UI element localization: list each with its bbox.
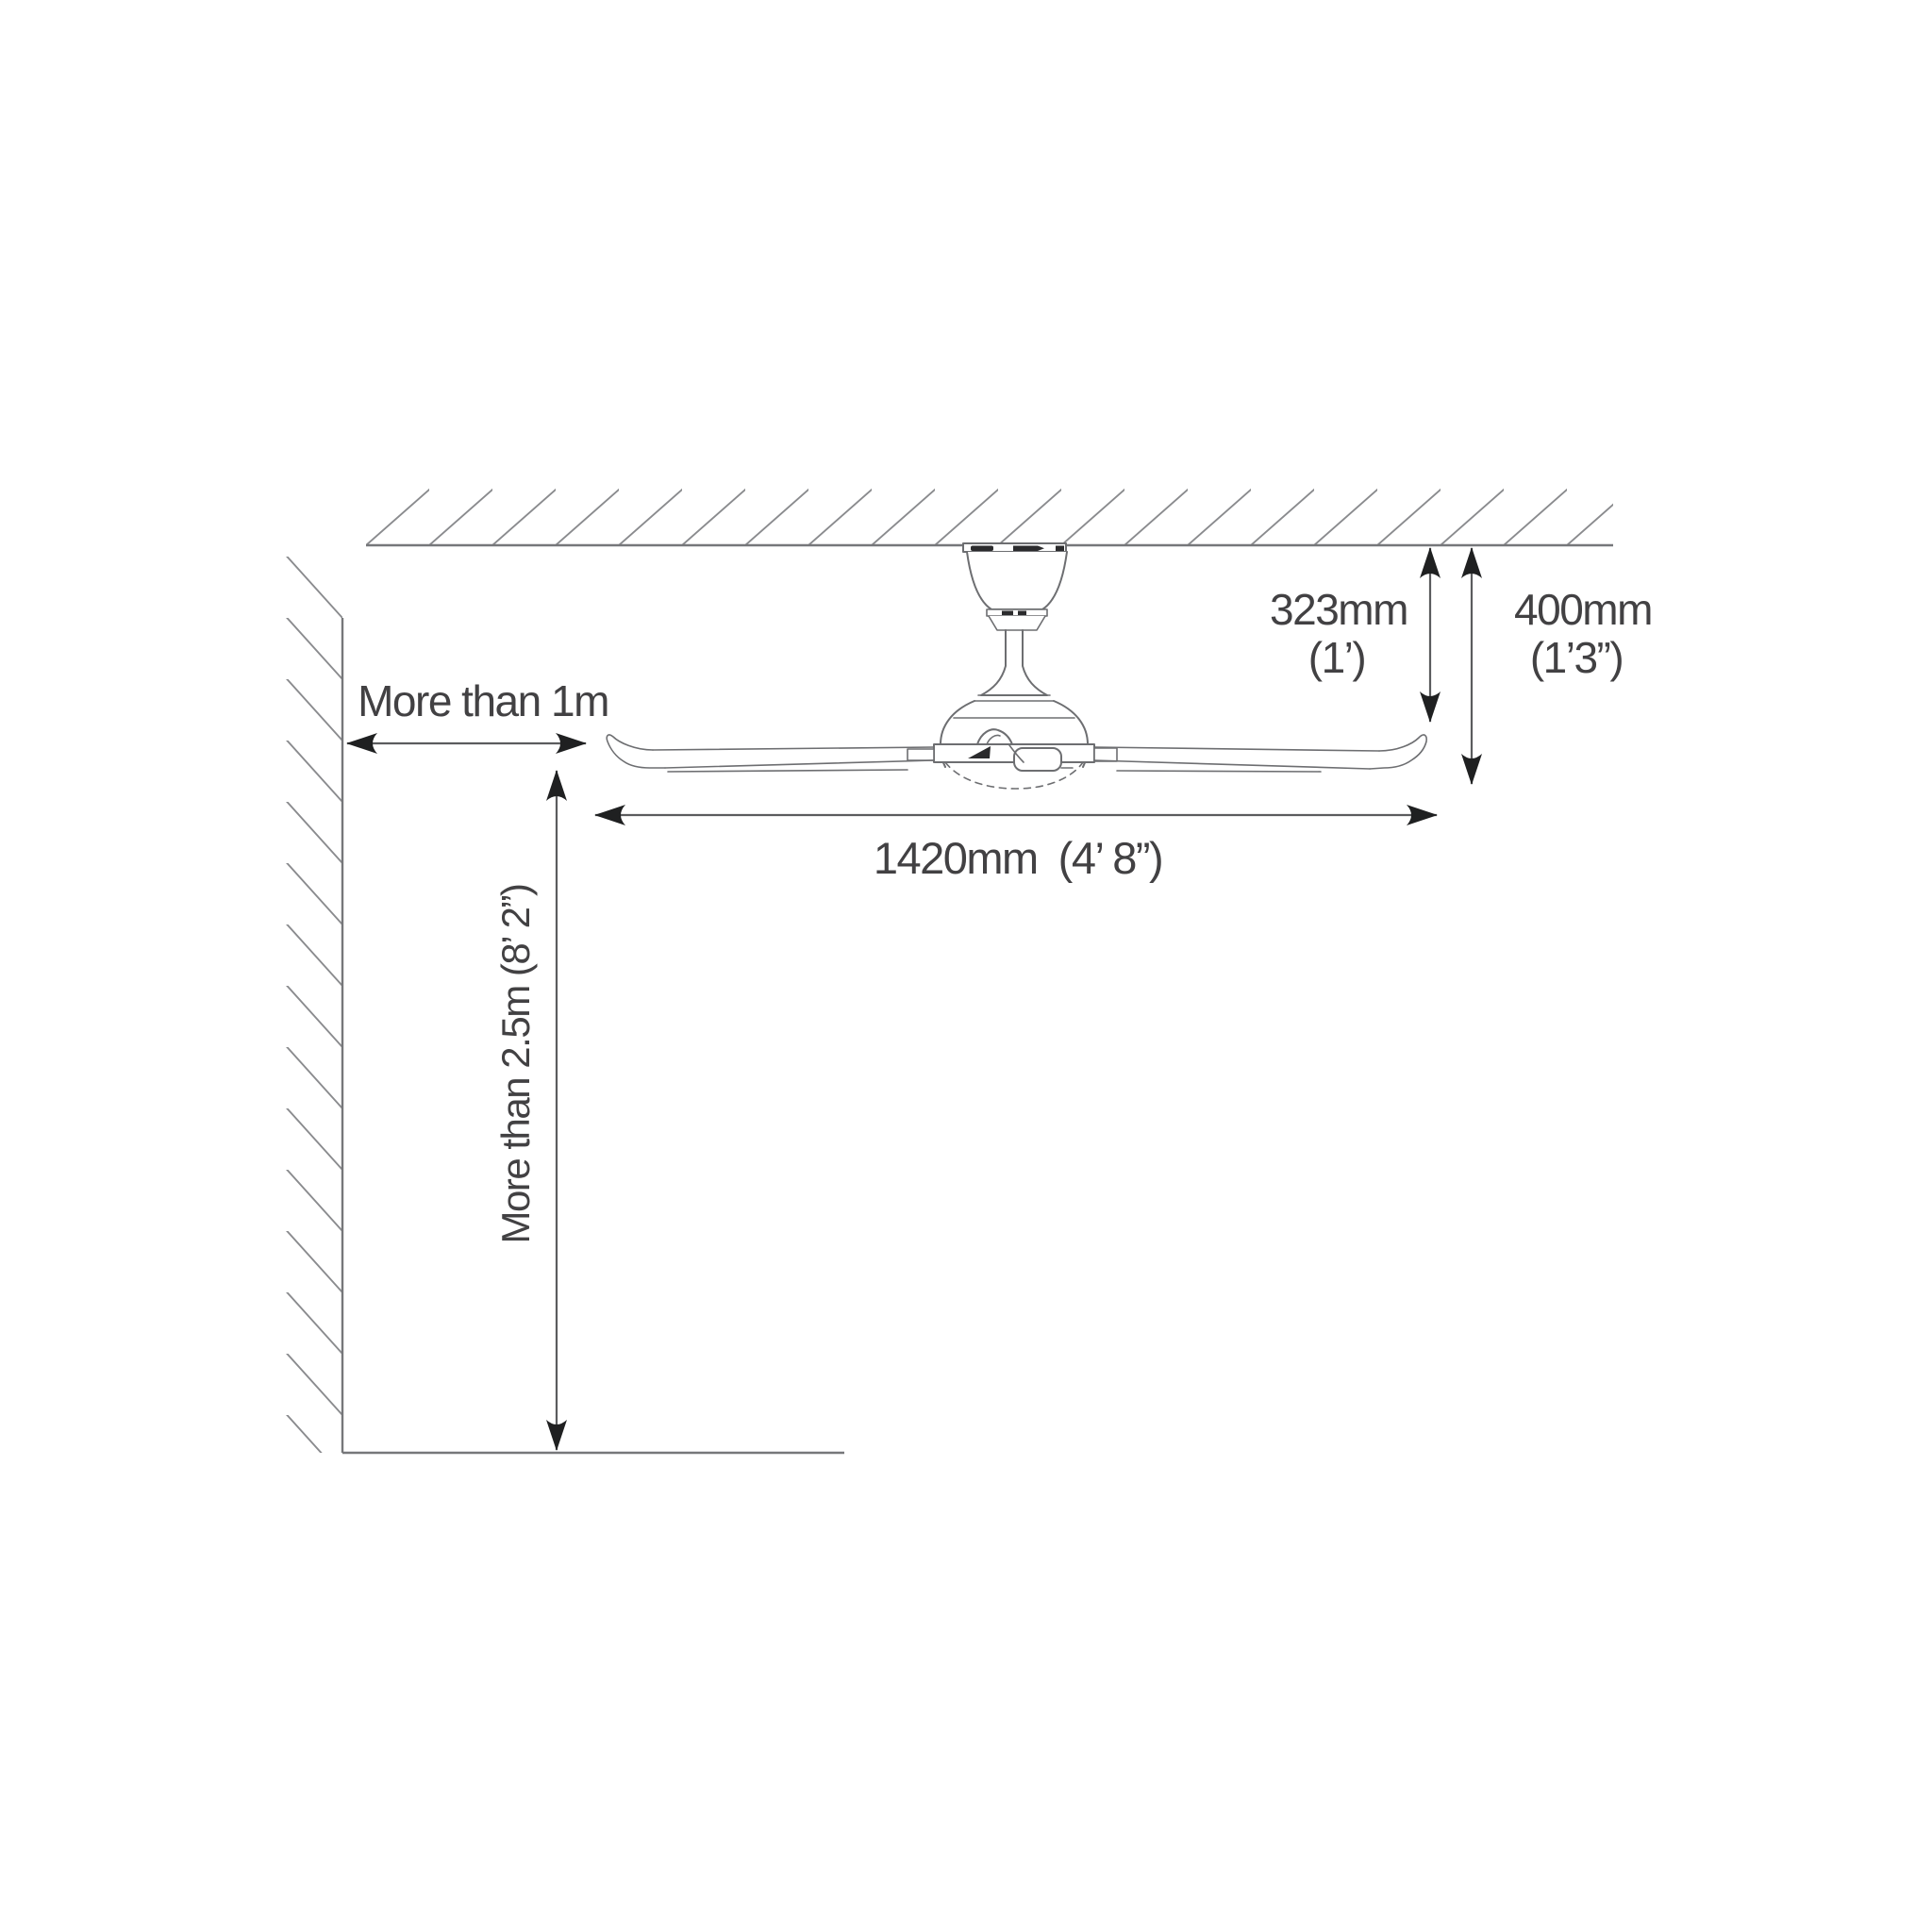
ceiling-hatching	[366, 483, 1613, 545]
blade-right-tip	[1369, 734, 1427, 770]
blade-right-root	[1093, 747, 1118, 762]
wall-hatching	[281, 557, 342, 1453]
ceiling-fan	[606, 542, 1427, 790]
mount-slot-right	[1013, 545, 1044, 551]
fan-blade-right	[1093, 734, 1427, 773]
floor-clearance-label: More than 2.5m (8’ 2”)	[493, 885, 538, 1244]
hub-wedge	[968, 746, 991, 758]
blade-left-root	[907, 748, 935, 761]
blade-left-tip	[606, 734, 666, 769]
dimension-ceiling-to-blades: 323mm (1’)	[1270, 547, 1441, 723]
motor-bottom-outline	[944, 761, 1084, 790]
dimensions: More than 1m More than 2.5m (8’ 2”) 323m…	[346, 547, 1653, 1451]
fan-canopy	[966, 551, 1068, 631]
fan-motor-housing	[940, 665, 1089, 790]
wall	[281, 557, 344, 1453]
fan-downrod	[1005, 629, 1024, 667]
mount-slot-left	[971, 545, 993, 551]
fan-mounting-plate	[962, 542, 1067, 553]
ceiling-to-bottom-metric-label: 400mm	[1514, 585, 1652, 634]
ceiling	[366, 483, 1613, 547]
fan-hub-detail	[968, 728, 1074, 772]
dimension-blade-sweep: 1420mm (4’ 8”)	[594, 805, 1438, 883]
dimension-wall-clearance: More than 1m	[346, 676, 609, 754]
ceiling-to-blades-imperial-label: (1’)	[1308, 633, 1365, 682]
wall-clearance-label: More than 1m	[358, 676, 608, 725]
ceiling-to-blades-metric-label: 323mm	[1270, 585, 1407, 634]
mount-screw	[1056, 545, 1064, 551]
dimension-ceiling-to-bottom: 400mm (1’3”)	[1461, 547, 1653, 785]
fan-blade-left	[606, 734, 935, 773]
hub-switch-box	[1013, 747, 1062, 772]
dimension-floor-clearance: More than 2.5m (8’ 2”)	[493, 770, 567, 1451]
blade-sweep-label: 1420mm (4’ 8”)	[874, 833, 1162, 883]
ceiling-to-bottom-imperial-label: (1’3”)	[1530, 633, 1623, 682]
hub-swirl	[976, 728, 1013, 745]
